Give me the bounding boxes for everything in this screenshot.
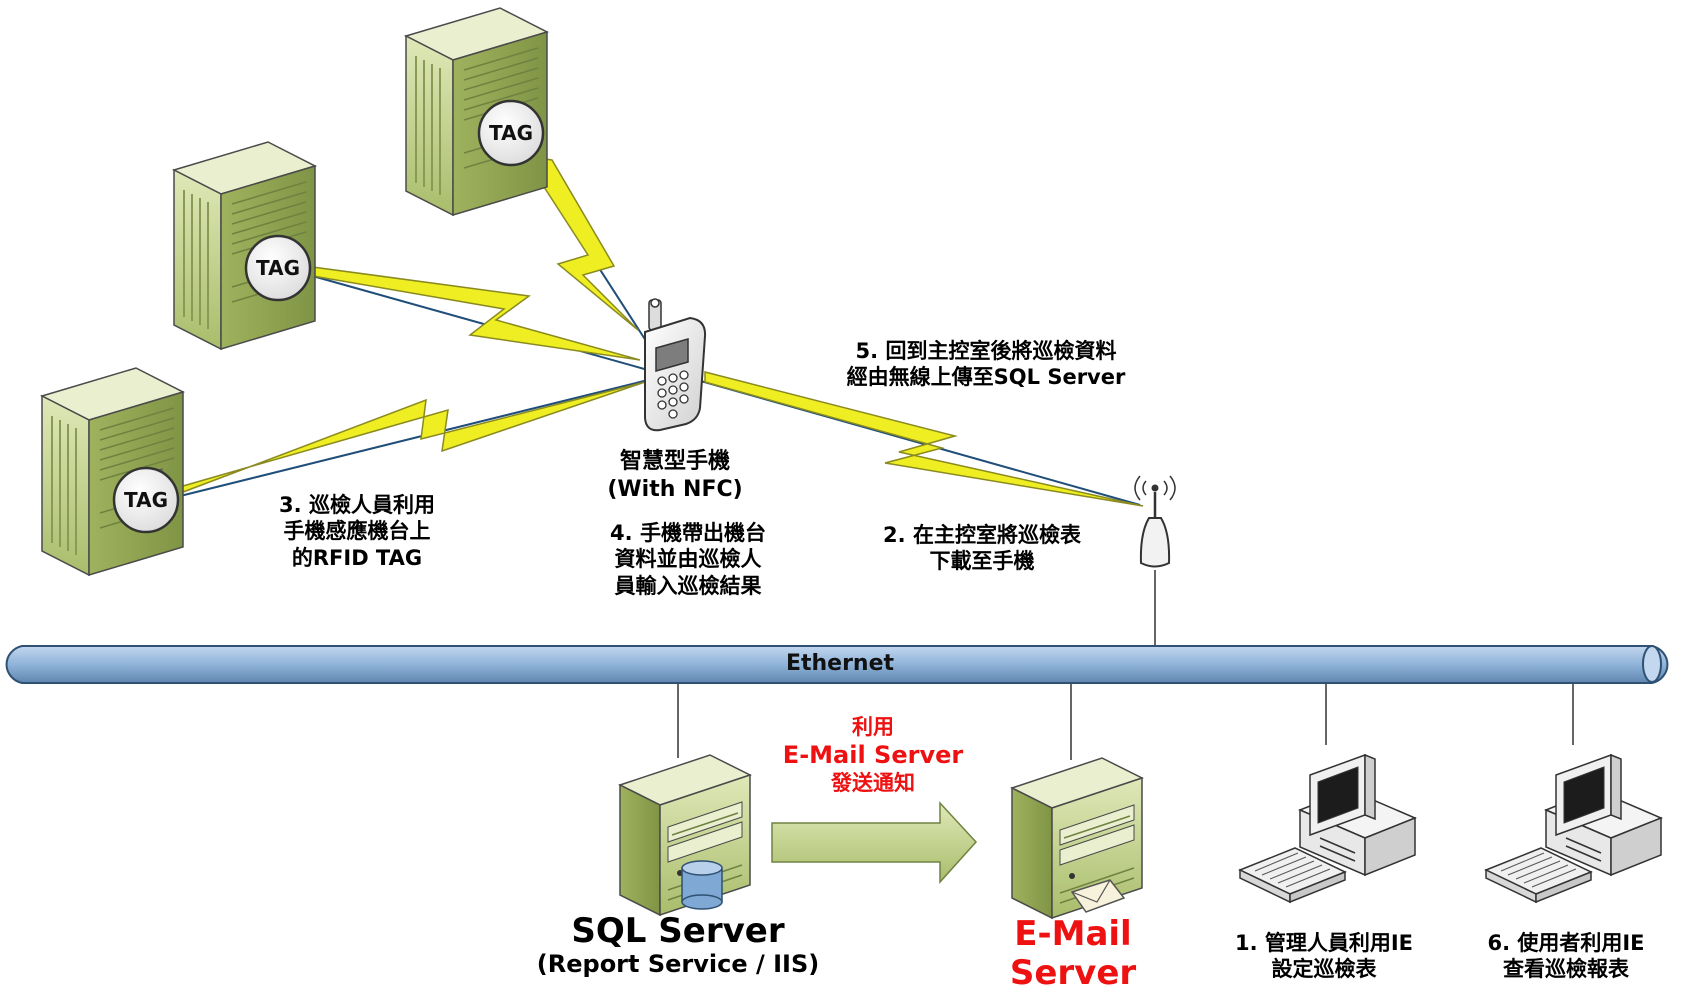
step-2-line-2: 下載至手機 (929, 549, 1035, 574)
tag-label: TAG (489, 121, 533, 145)
step-1-line-2: 設定巡檢表 (1271, 957, 1377, 982)
notify-label: 利用 E-Mail Server 發送通知 (757, 714, 989, 797)
lightning-bolt-antenna (704, 371, 1144, 507)
tag-badge (477, 99, 545, 167)
step-1-label: 1. 管理人員利用IE 設定巡檢表 (1188, 930, 1460, 983)
step-5-line-2: 經由無線上傳至SQL Server (846, 365, 1126, 390)
step-2-label: 2. 在主控室將巡檢表 下載至手機 (842, 522, 1122, 575)
step-5-label: 5. 回到主控室後將巡檢資料 經由無線上傳至SQL Server (796, 338, 1176, 391)
notify-line-3: 發送通知 (831, 771, 915, 796)
ethernet-label: Ethernet (786, 651, 895, 676)
ethernet-bus: Ethernet (5, 645, 1669, 684)
phone-nfc-note: (With NFC) (607, 476, 743, 502)
step-5-line-1: 5. 回到主控室後將巡檢資料 (855, 339, 1117, 363)
tag-label: TAG (256, 256, 300, 280)
antenna-icon (1134, 475, 1176, 568)
bus-drop-lines (677, 684, 1574, 760)
step-2-line-1: 2. 在主控室將巡檢表 (883, 523, 1081, 547)
tag-badge (112, 466, 180, 534)
tag-server-2: TAG (173, 141, 316, 350)
lightning-bolt-tag3 (161, 381, 646, 502)
phone-label: 智慧型手機 (With NFC) (570, 448, 780, 503)
database-icon (681, 860, 723, 910)
notify-line-1: 利用 (852, 715, 894, 739)
mobile-phone-icon (644, 298, 707, 432)
email-server-label: E-Mail Server (970, 914, 1176, 992)
step-6-line-2: 查看巡檢報表 (1503, 957, 1629, 982)
step-1-line-1: 1. 管理人員利用IE (1234, 931, 1414, 955)
email-server (1011, 757, 1143, 919)
lightning-bolt-tag1 (522, 155, 639, 331)
tag-badge (244, 234, 312, 302)
sql-server-label: SQL Server (Report Service / IIS) (498, 911, 858, 979)
step-3-line-1: 3. 巡檢人員利用 (279, 493, 435, 517)
email-server-line-1: E-Mail (1014, 914, 1132, 954)
step-6-line-1: 6. 使用者利用IE (1487, 931, 1645, 955)
phone-name: 智慧型手機 (619, 449, 730, 474)
smartphone (644, 298, 707, 432)
tag-server-3: TAG (41, 367, 184, 576)
desktop-pc-icon (1239, 754, 1416, 903)
step-4-line-3: 員輸入巡檢結果 (614, 573, 762, 598)
email-server-line-2: Server (1009, 953, 1137, 992)
tag-server-1: TAG (405, 7, 548, 216)
step-3-label: 3. 巡檢人員利用 手機感應機台上 的RFID TAG (212, 492, 502, 571)
wireless-access-point (1134, 475, 1176, 646)
tag-label: TAG (124, 488, 168, 512)
sql-server-title: SQL Server (571, 911, 785, 951)
lightning-bolt-tag2 (289, 263, 641, 361)
notify-line-2: E-Mail Server (782, 741, 964, 770)
arrow-right-icon (771, 801, 978, 884)
desktop-pc-icon (1485, 754, 1662, 903)
envelope-icon (1070, 879, 1126, 913)
step-3-line-3: 的RFID TAG (291, 545, 423, 570)
step-4-line-2: 資料並由巡檢人 (614, 547, 762, 572)
step-3-line-2: 手機感應機台上 (283, 519, 431, 544)
step-4-line-1: 4. 手機帶出機台 (610, 521, 766, 545)
lightning-bolts (161, 155, 1144, 507)
sql-server (619, 754, 751, 916)
step-4-label: 4. 手機帶出機台 資料並由巡檢人 員輸入巡檢結果 (568, 520, 808, 599)
sql-server-subtitle: (Report Service / IIS) (536, 950, 820, 979)
step-6-label: 6. 使用者利用IE 查看巡檢報表 (1446, 930, 1686, 983)
